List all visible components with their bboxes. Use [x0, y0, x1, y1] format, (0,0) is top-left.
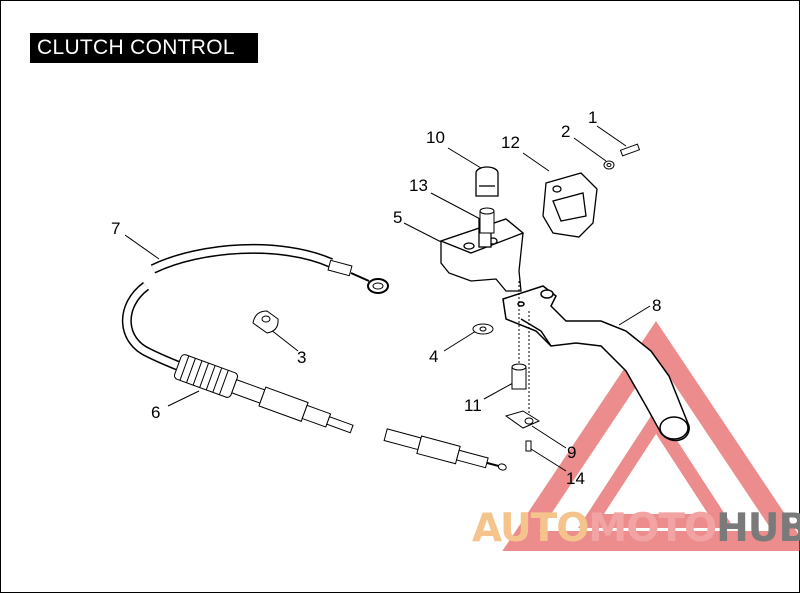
callout-numbers: 1 2 3 4 5 6 7 8 9 10 11 12 13 14	[111, 108, 661, 488]
watermark-auto: AUTO	[472, 506, 589, 551]
callout-4: 4	[429, 347, 438, 366]
part-11-roller	[511, 281, 527, 390]
part-10-pin	[475, 166, 499, 197]
part-8-clutch-lever	[502, 285, 690, 442]
callout-2: 2	[561, 122, 570, 141]
watermark-hub: HUB	[716, 506, 800, 551]
part-12-clamp	[542, 172, 598, 238]
callout-6: 6	[151, 403, 160, 422]
callout-9: 9	[567, 443, 576, 462]
callout-1: 1	[588, 108, 597, 127]
part-2-washer	[603, 160, 615, 170]
part-7-cable	[150, 243, 389, 294]
callout-3: 3	[297, 348, 306, 367]
callout-5: 5	[393, 208, 402, 227]
part-14-screw	[525, 440, 532, 452]
part-9-tab	[504, 311, 541, 429]
part-4-clip	[472, 323, 494, 335]
callout-14: 14	[566, 469, 585, 488]
part-1-screw	[619, 143, 641, 157]
part-13-spring	[479, 207, 495, 234]
part-3-clip	[252, 310, 279, 334]
watermark-logo	[502, 321, 800, 551]
callout-13: 13	[409, 176, 428, 195]
diagram-title: CLUTCH CONTROL	[30, 33, 258, 63]
watermark-text: AUTOMOTOHUB	[472, 506, 800, 551]
part-6-cable-assembly	[121, 281, 507, 471]
callout-7: 7	[111, 219, 120, 238]
callout-8: 8	[652, 296, 661, 315]
callout-10: 10	[426, 128, 445, 147]
watermark-moto: MOTO	[588, 506, 717, 551]
callout-12: 12	[501, 133, 520, 152]
part-5-bracket	[439, 218, 525, 292]
callout-11: 11	[464, 396, 482, 415]
